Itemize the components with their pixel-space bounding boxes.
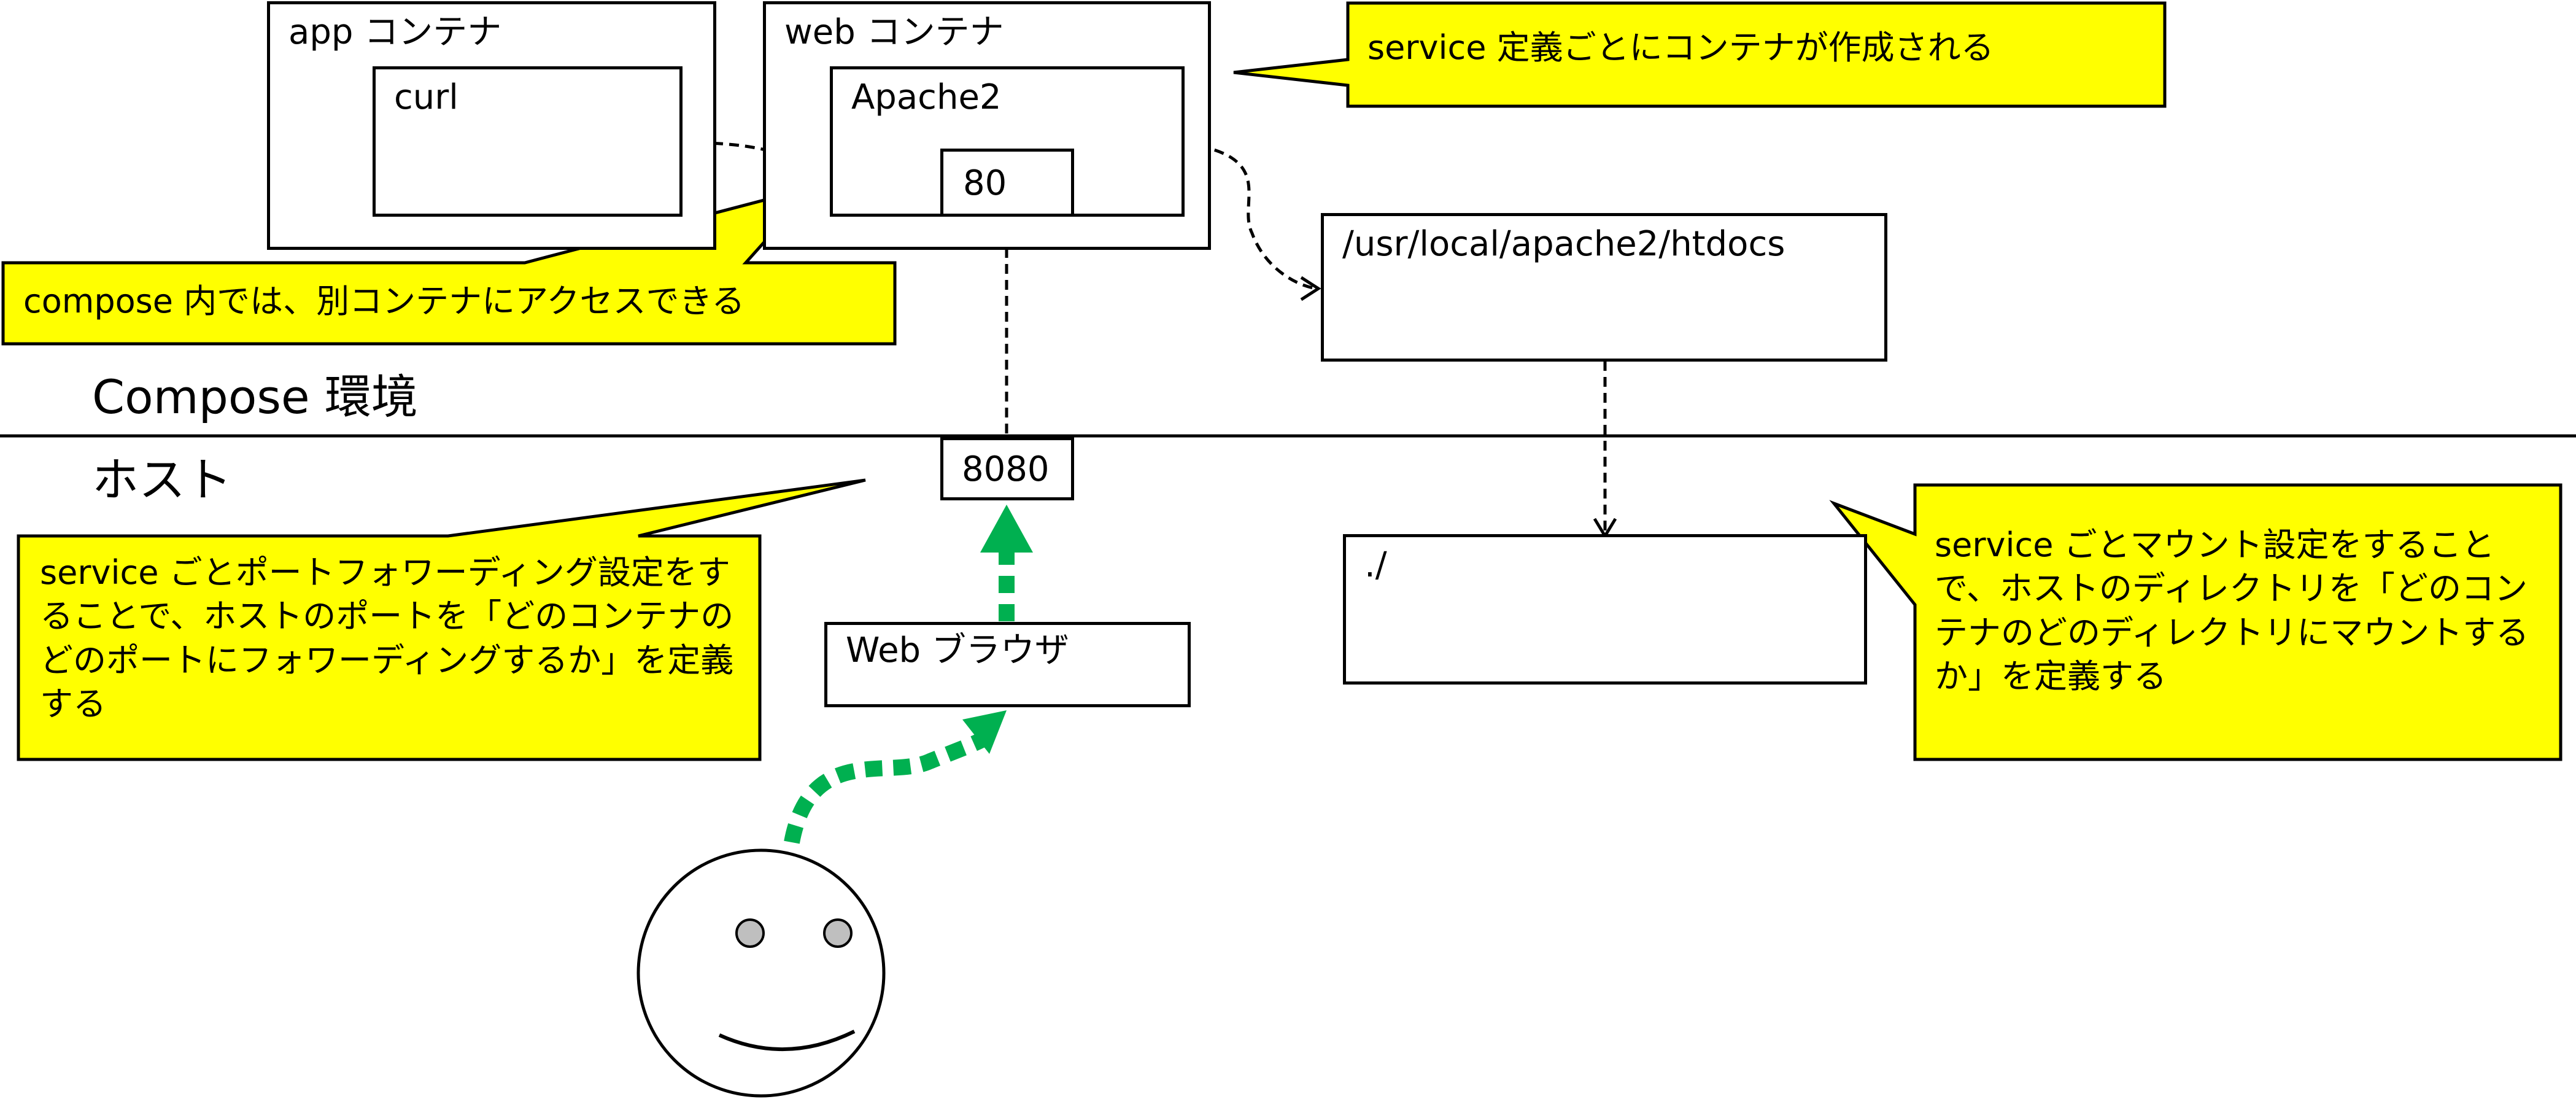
curl-box: curl: [373, 66, 683, 217]
user-to-browser-arrowhead: [962, 710, 1007, 754]
host-environment-label: ホスト: [92, 452, 232, 507]
compose-environment-label: Compose 環境: [92, 370, 418, 424]
browser-to-port-arrowhead: [980, 505, 1033, 553]
apache-to-htdocs-arrowhead: [1300, 276, 1321, 301]
web-browser-label: Web ブラウザ: [846, 631, 1069, 670]
callout-service-shape: [1233, 1, 2167, 108]
host-port-label: 8080: [962, 449, 1050, 489]
user-face-icon: [636, 848, 886, 1098]
callout-compose-access-text: compose 内では、別コンテナにアクセスできる: [23, 282, 745, 320]
container-port-label: 80: [963, 163, 1007, 203]
callout-service-text: service 定義ごとにコンテナが作成される: [1367, 28, 1994, 67]
callout-mount-text: service ごとマウント設定をすることで、ホストのディレクトリを「どのコンテ…: [1935, 526, 2529, 696]
callout-port-forward-shape: [17, 478, 866, 761]
web-container-title: web コンテナ: [784, 12, 1004, 52]
host-directory-label: ./: [1364, 545, 1387, 585]
container-htdocs-label: /usr/local/apache2/htdocs: [1342, 224, 1785, 264]
host-directory-box: ./: [1343, 534, 1867, 685]
user-to-browser-arrow-line: [784, 732, 986, 844]
apache-label: Apache2: [851, 77, 1002, 117]
container-port-box: 80: [940, 149, 1074, 217]
apache-to-htdocs-connector: [1183, 141, 1317, 290]
app-container-title: app コンテナ: [288, 12, 502, 52]
curl-label: curl: [394, 77, 458, 117]
container-htdocs-box: /usr/local/apache2/htdocs: [1321, 213, 1887, 362]
host-port-box: 8080: [940, 437, 1074, 500]
callout-mount-shape: [1829, 483, 2562, 761]
callout-port-forward-text: service ごとポートフォワーディング設定をすることで、ホストのポートを「ど…: [40, 553, 734, 723]
web-browser-box: Web ブラウザ: [824, 622, 1191, 707]
